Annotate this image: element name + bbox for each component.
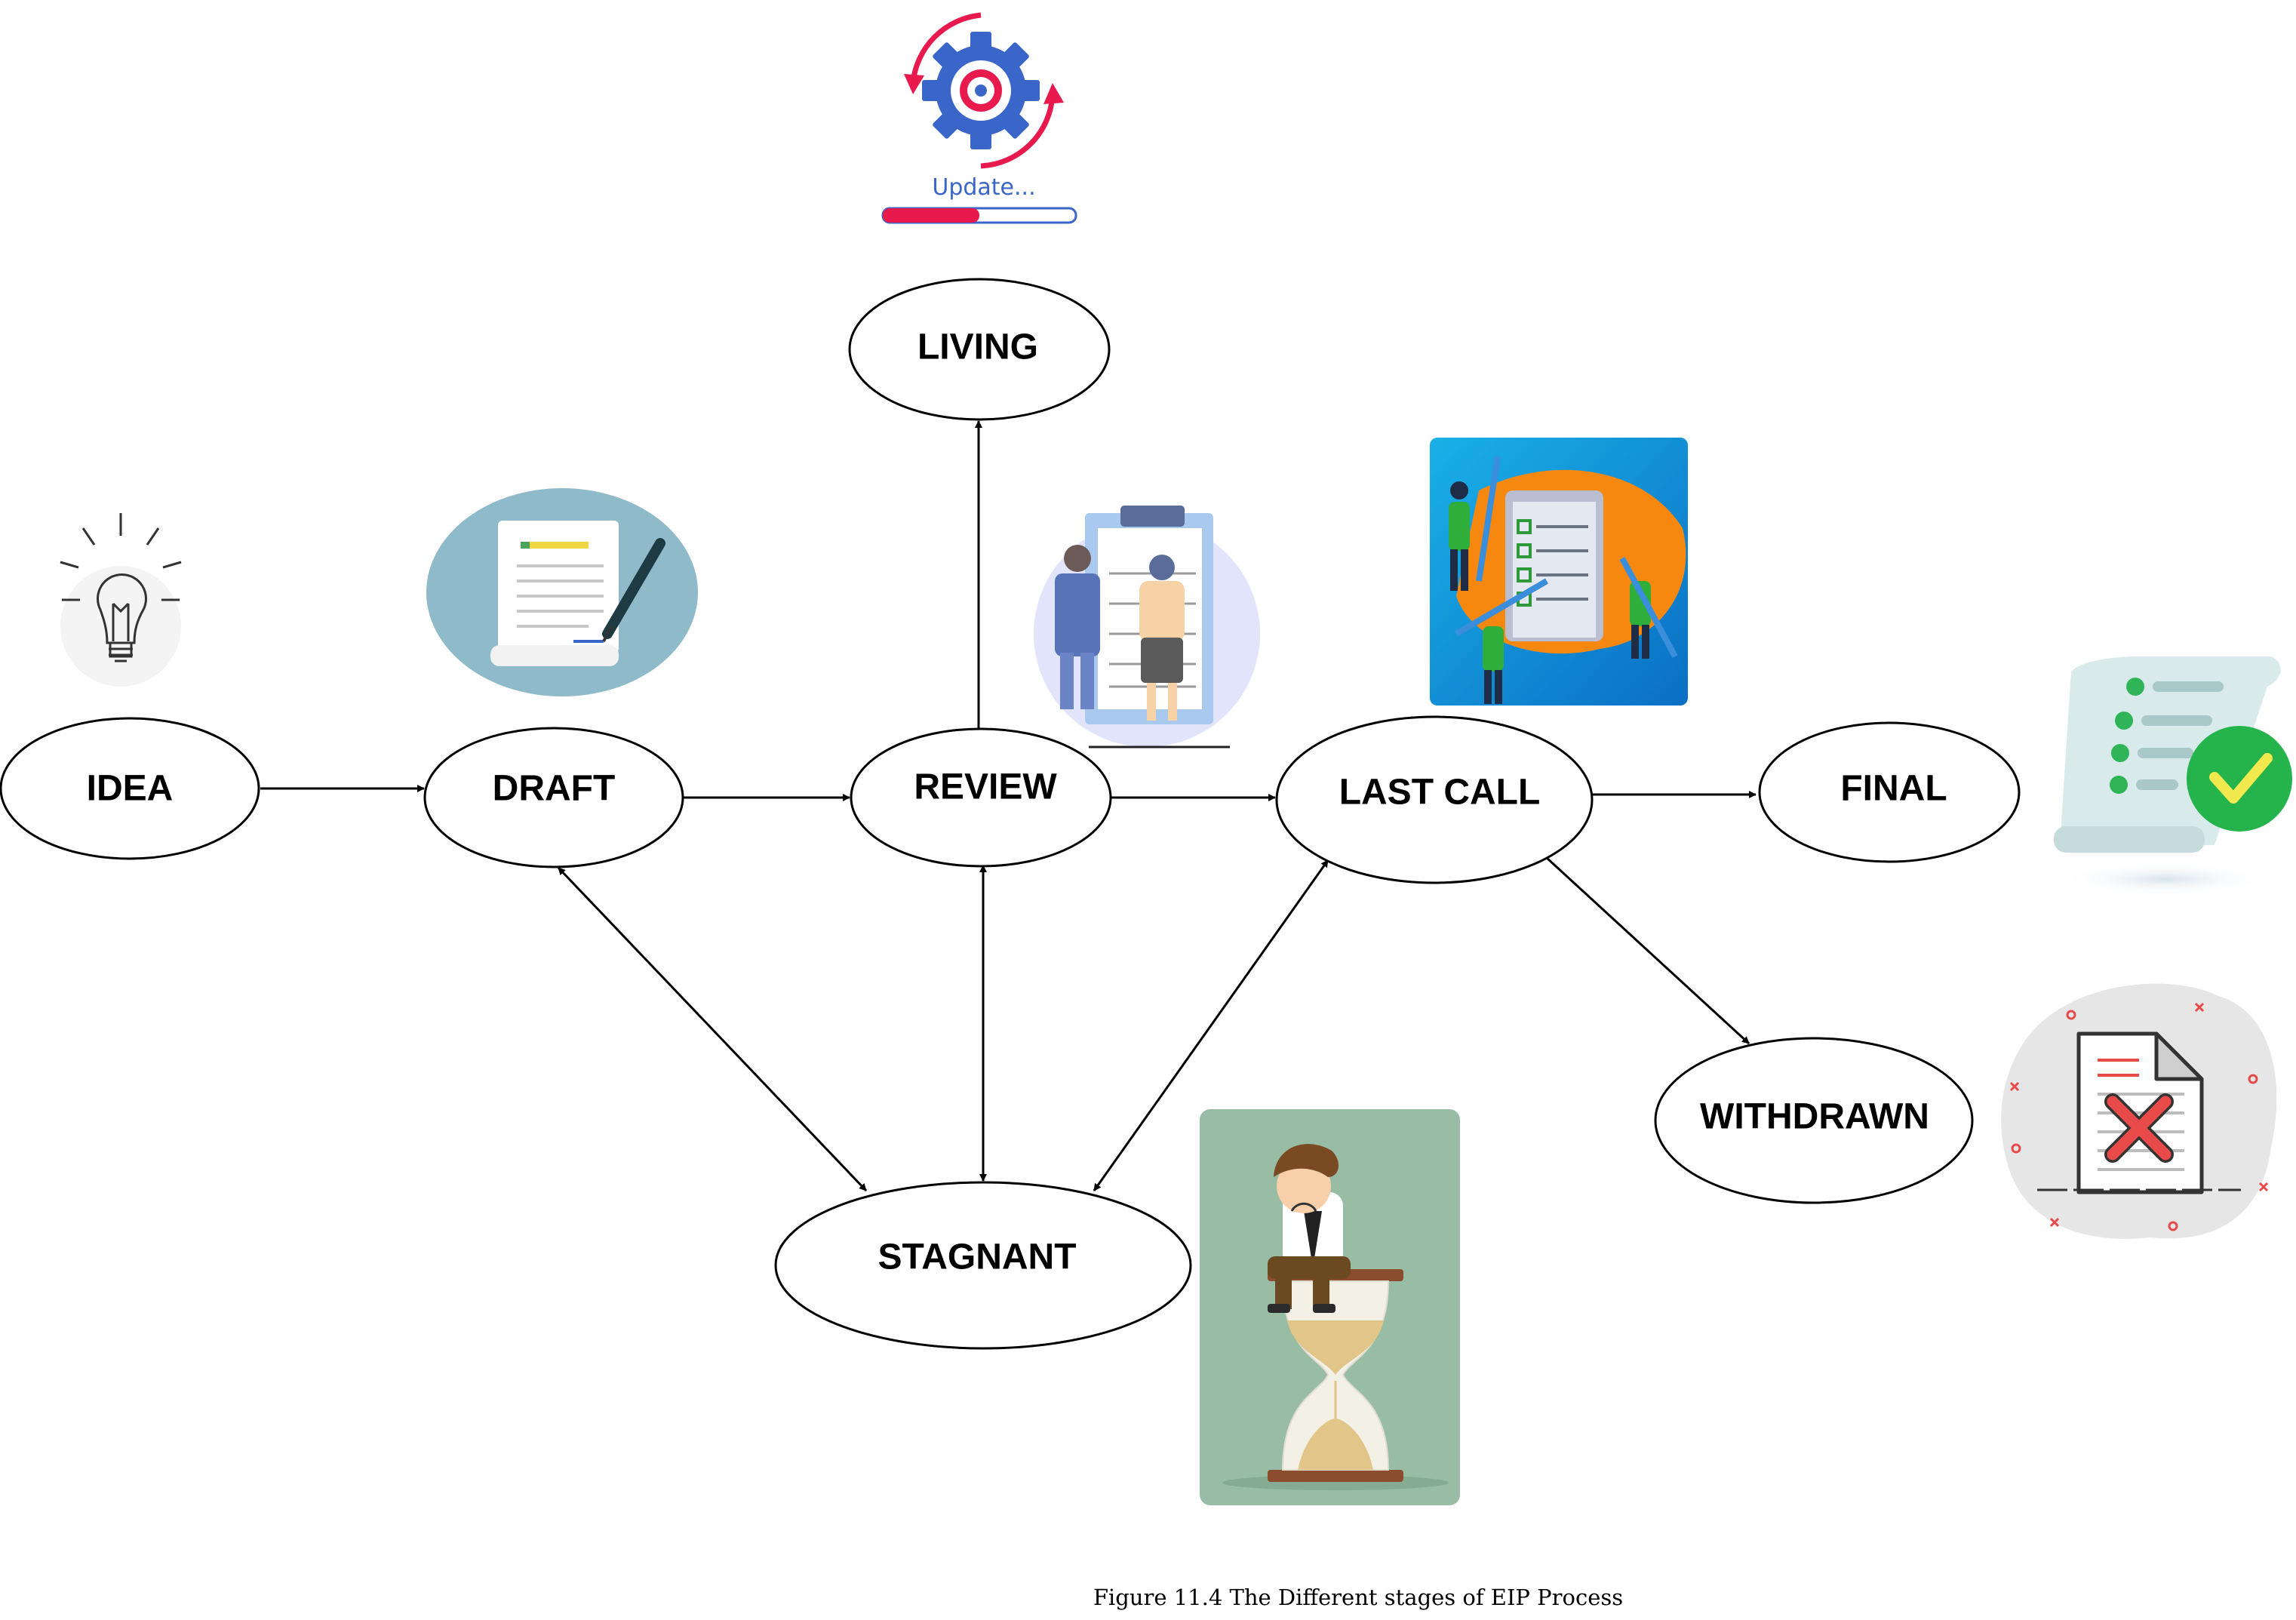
node-stagnant: STAGNANT [774,1181,1192,1350]
edge-last-call-stagnant [1093,859,1329,1191]
node-last-call: LAST CALL [1275,715,1594,884]
node-idea: IDEA [0,717,260,860]
update-progress-fill [883,208,979,223]
node-review: REVIEW [850,727,1112,868]
approved-document-icon [2054,656,2292,896]
node-label-stagnant: STAGNANT [878,1237,1076,1277]
edges [260,420,1757,1192]
node-label-last-call: LAST CALL [1339,773,1541,813]
node-draft: DRAFT [423,727,684,868]
rejected-document-icon [2001,983,2277,1239]
figure-caption: Figure 11.4 The Different stages of EIP … [1093,1585,1624,1610]
checklist-team-icon [1430,438,1688,705]
node-label-idea: IDEA [87,769,174,809]
hourglass-waiting-icon [1200,1109,1460,1505]
node-living: LIVING [848,278,1111,421]
gear-update-icon: Update... [881,12,1077,224]
node-label-final: FINAL [1840,769,1947,809]
node-label-draft: DRAFT [493,769,616,809]
node-label-withdrawn: WITHDRAWN [1700,1097,1929,1137]
clipboard-review-icon [1034,506,1260,749]
node-label-living: LIVING [917,327,1038,367]
node-withdrawn: WITHDRAWN [1654,1037,1974,1204]
update-text: Update... [932,174,1035,201]
node-label-review: REVIEW [914,767,1057,807]
edge-last-call-withdrawn [1545,856,1750,1045]
lightbulb-icon [60,513,182,687]
edge-draft-stagnant [557,866,868,1192]
document-pen-icon [426,488,698,696]
node-final: FINAL [1758,721,2021,863]
